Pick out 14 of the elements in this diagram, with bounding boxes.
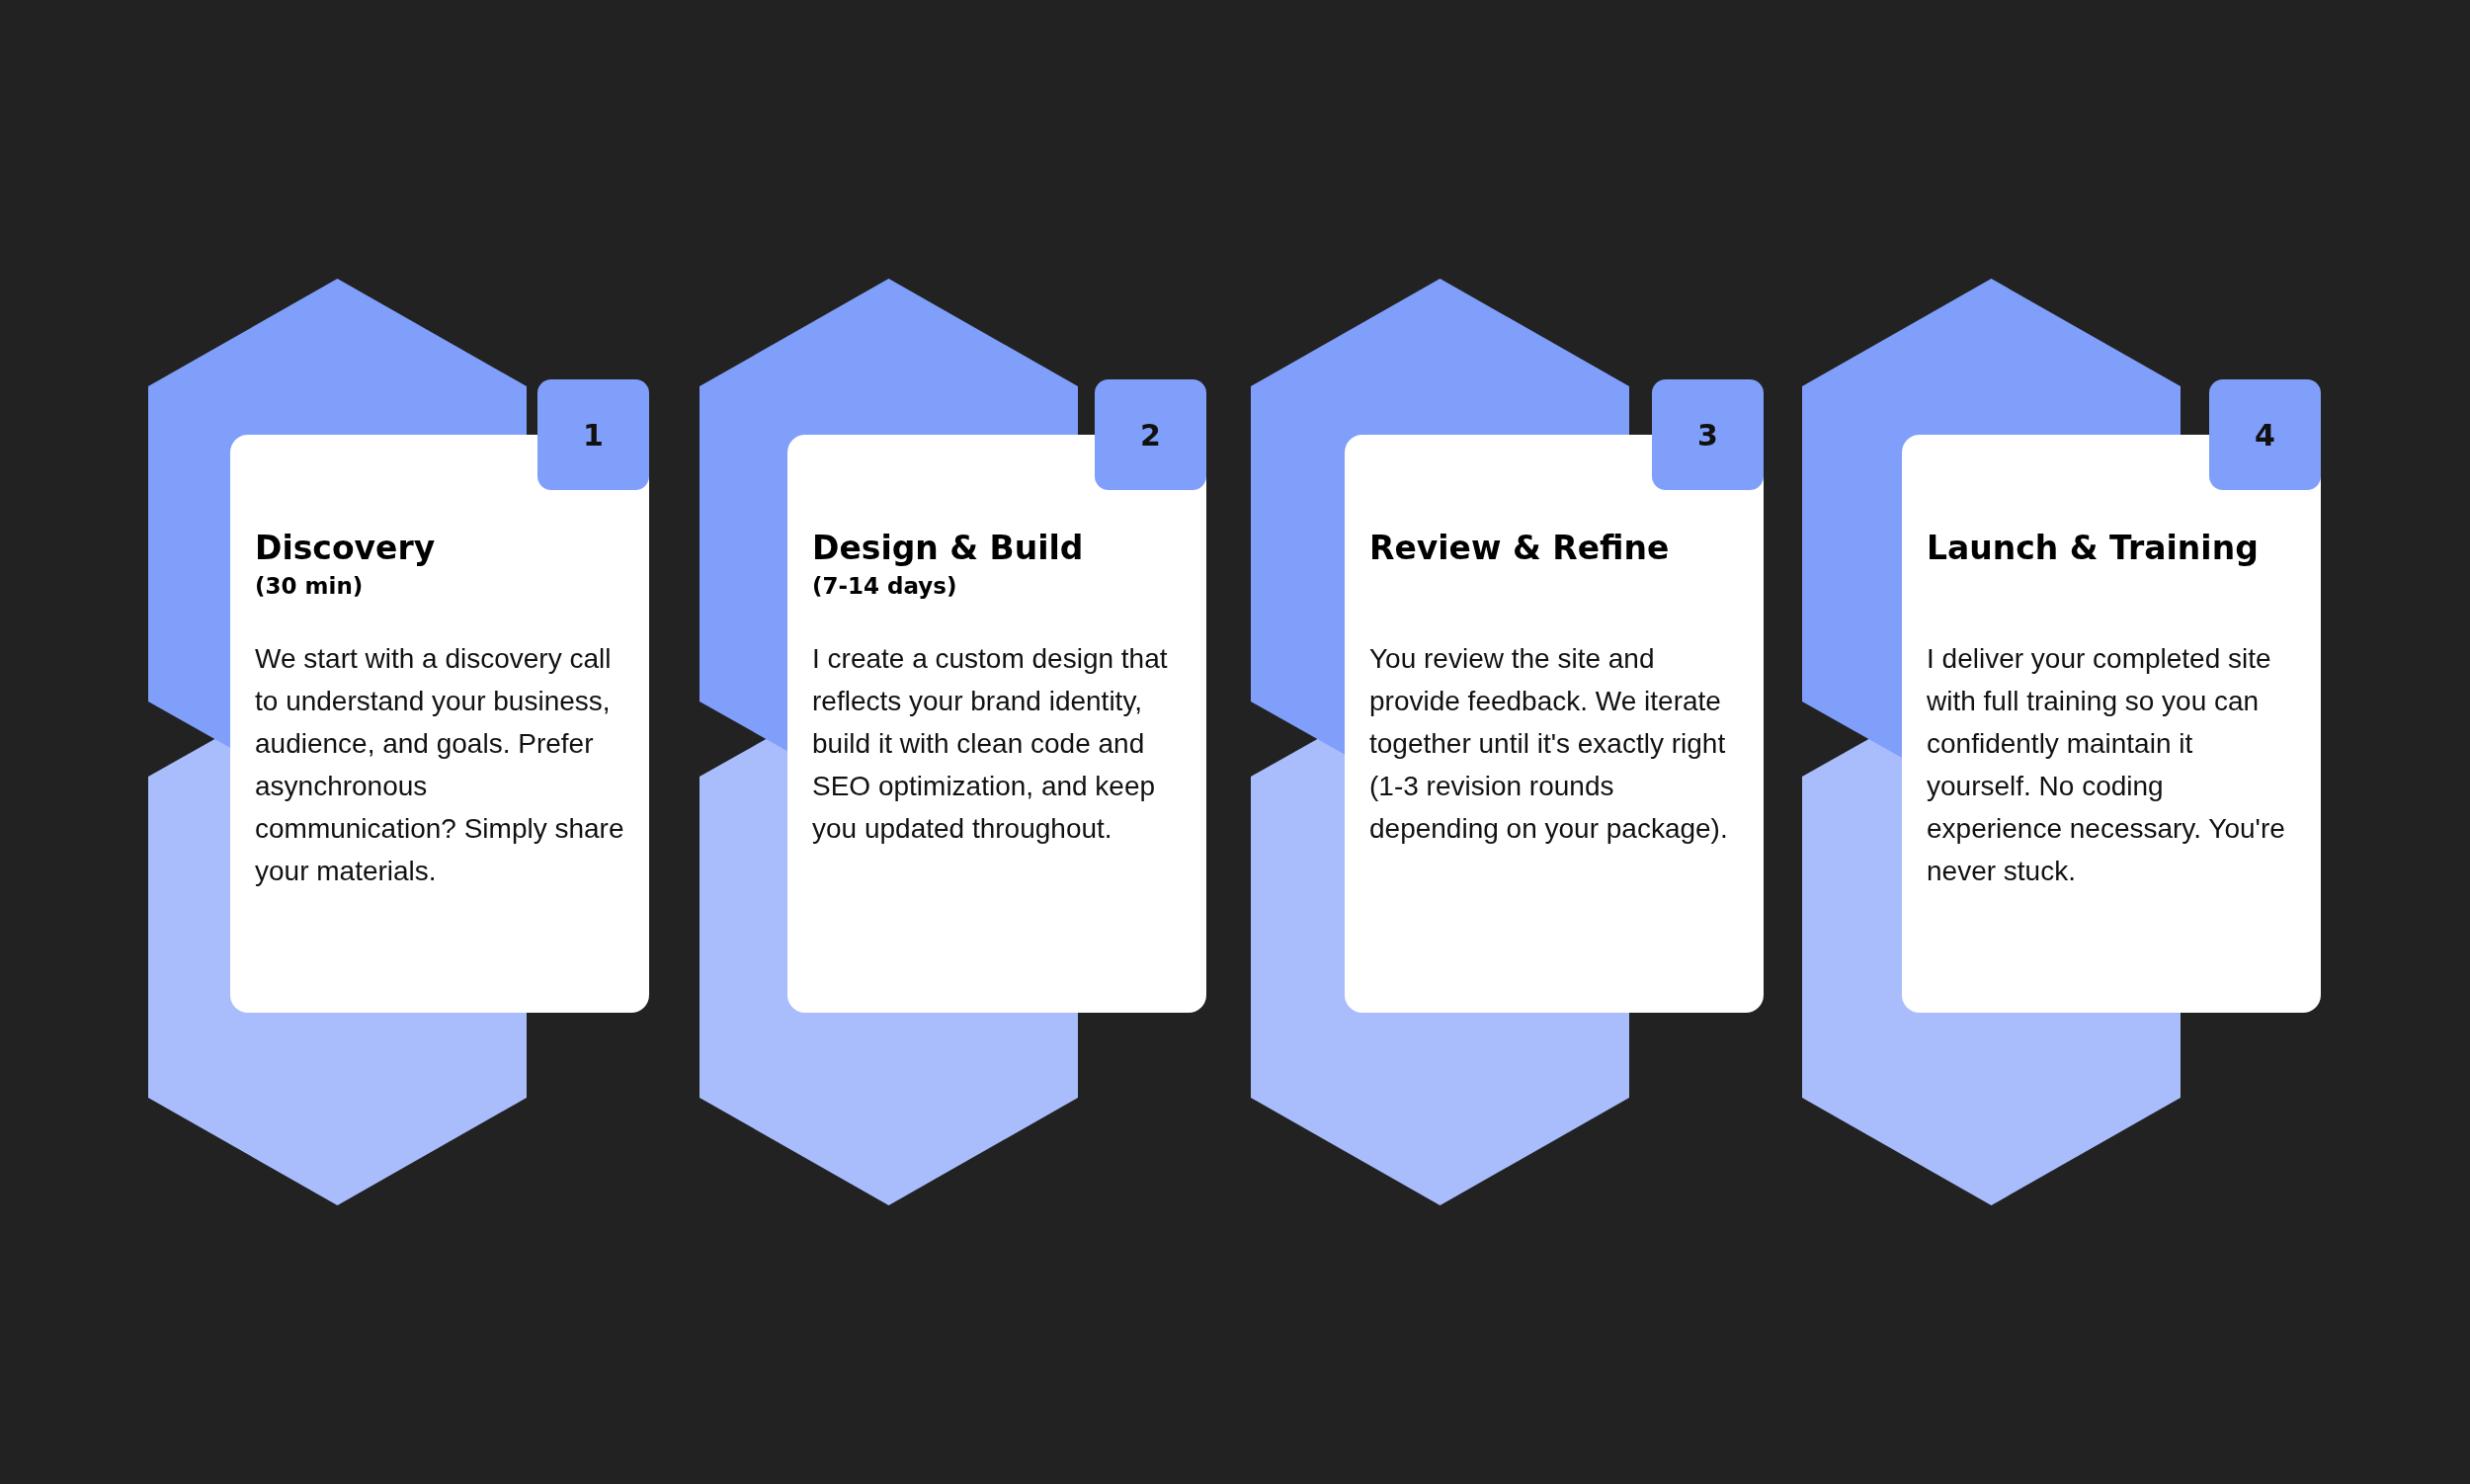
step-number-badge: 3 [1652,379,1764,490]
step-description: You review the site and provide feedback. We iterate together until it's exactly right (1-3 revision rounds depending on your package). [1369,642,1729,846]
step-title: Design & Build [812,529,1084,567]
step-title: Discovery [255,529,436,567]
step-description: I deliver your completed site with full training so you can confidently maintain it yourself. No coding experience necessary. You're never stuck. [1927,642,2286,888]
step-duration: (7-14 days) [812,573,957,599]
step-title: Review & Refine [1369,529,1670,567]
step-description: I create a custom design that reflects your brand identity, build it with clean code and SEO optimization, and keep you updated throughout. [812,642,1169,846]
step-description: We start with a discovery call to understand your business, audience, and goals. Prefer asynchronous communication? Simply share your materials. [255,642,625,888]
step-number-badge: 1 [537,379,649,490]
step-duration: (30 min) [255,573,364,599]
step-title: Launch & Training [1927,529,2259,567]
step-number-badge: 4 [2209,379,2321,490]
step-number-badge: 2 [1095,379,1206,490]
